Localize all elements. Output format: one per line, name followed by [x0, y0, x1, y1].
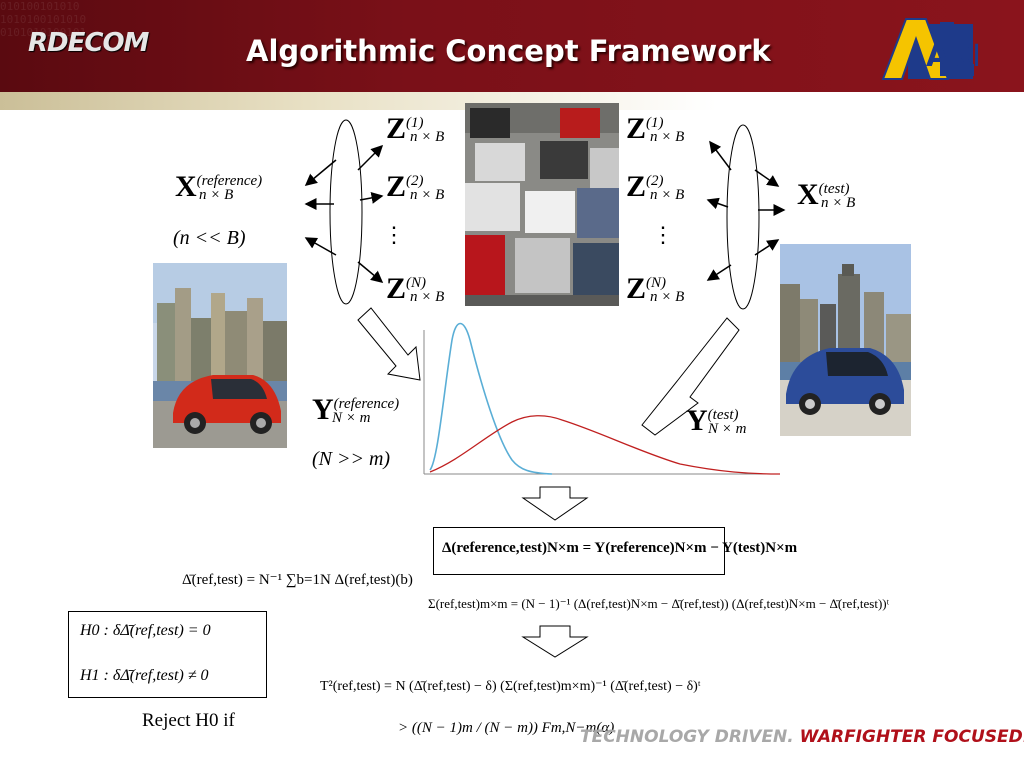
hollow-arrow-down-2 [521, 625, 589, 658]
arl-logo: ARL [881, 18, 978, 80]
footer-slogan-part1: TECHNOLOGY DRIVEN. [580, 727, 794, 747]
z2-left: Z(2) n × B [386, 170, 445, 203]
z2-right: Z(2) n × B [626, 170, 685, 203]
hollow-arrow-down-1 [521, 486, 589, 521]
gold-divider [0, 92, 1024, 110]
x-reference-condition: (n << B) [173, 227, 246, 249]
rdecom-logo: RDECOM [28, 28, 149, 58]
curve-blue [429, 322, 553, 475]
footer-slogan-part2: WARFIGHTER FOCUSED. [799, 727, 1024, 747]
arl-logo-text: ARL [926, 39, 978, 74]
threshold-equation: > ((N − 1)m / (N − m)) Fm,N−m(α) [398, 720, 615, 736]
h0-equation: H0 : δΔ̄(ref,test) = 0 [80, 622, 211, 639]
z1-left: Z(1) n × B [386, 112, 445, 145]
right-ellipse [726, 124, 760, 310]
t2-equation: T²(ref,test) = N (Δ̄(ref,test) − δ) (Σ(r… [320, 679, 701, 694]
delta-definition: Δ(reference,test)N×m = Y(reference)N×m −… [442, 540, 798, 556]
left-ellipse [329, 119, 363, 305]
h1-equation: H1 : δΔ̄(ref,test) ≠ 0 [80, 667, 209, 684]
z1-right: Z(1) n × B [626, 112, 685, 145]
traffic-photo [465, 103, 619, 306]
x-reference: X(reference) n × B [175, 170, 263, 203]
hypothesis-box [68, 611, 267, 698]
curve-red [429, 415, 781, 475]
y-reference-condition: (N >> m) [312, 448, 391, 470]
page-title: Algorithmic Concept Framework [246, 34, 771, 68]
reject-text: Reject H0 if [142, 710, 235, 731]
vdots-right: ⋮ [652, 222, 674, 247]
hollow-arrow-right [641, 317, 740, 436]
sigma-equation: Σ(ref,test)m×m = (N − 1)⁻¹ (Δ(ref,test)N… [428, 596, 890, 611]
zn-left: Z(N) n × B [386, 272, 445, 305]
zn-right: Z(N) n × B [626, 272, 685, 305]
city-blue-car-photo [780, 244, 911, 436]
hollow-arrow-left [357, 307, 421, 381]
city-red-car-photo [153, 263, 287, 448]
distribution-chart [423, 322, 781, 475]
y-reference: Y(reference) N × m [312, 393, 400, 426]
delta-definition-box [433, 527, 725, 575]
y-test: Y(test) N × m [686, 404, 747, 437]
x-test: X(test) n × B [797, 178, 856, 211]
footer-slogan: TECHNOLOGY DRIVEN. WARFIGHTER FOCUSED. [580, 727, 1024, 747]
delta-mean: Δ̄(ref,test) = N⁻¹ ∑b=1N Δ(ref,test)(b) [182, 572, 413, 588]
vdots-left: ⋮ [383, 222, 405, 247]
